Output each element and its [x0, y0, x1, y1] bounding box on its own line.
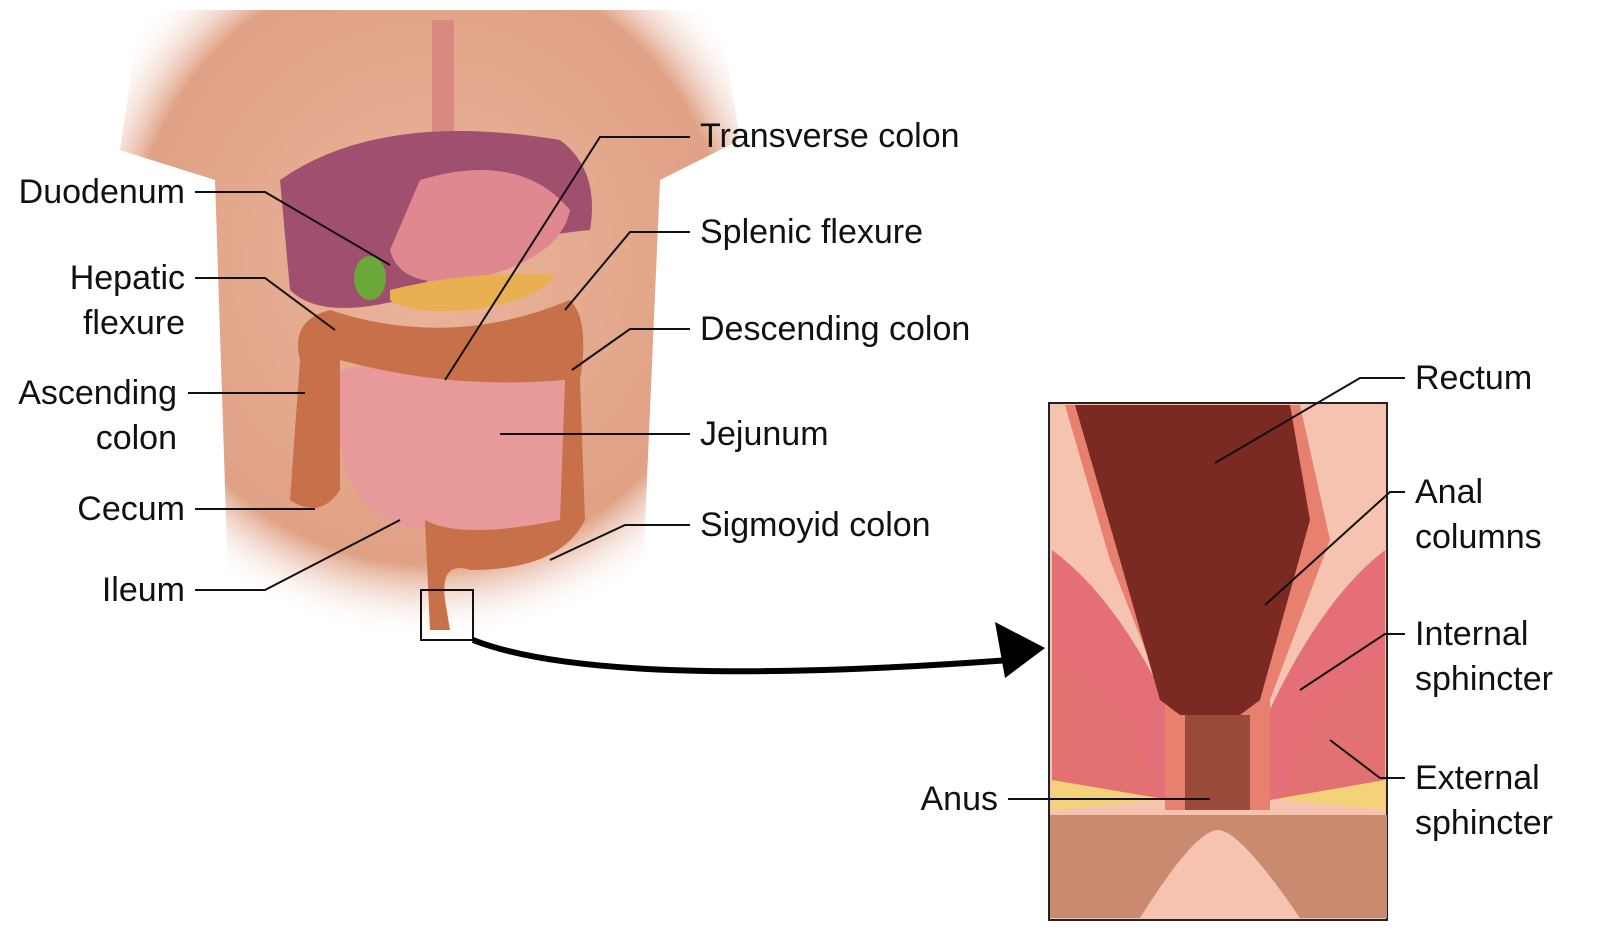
label-ileum: Ileum: [101, 571, 185, 609]
label-external-sphincter: External sphincter: [1415, 756, 1553, 846]
anal-canal: [1185, 715, 1250, 810]
label-line: sphincter: [1415, 660, 1553, 698]
label-sigmoid-colon: Sigmoyid colon: [700, 506, 931, 544]
label-line: colon: [95, 419, 177, 457]
label-line: columns: [1415, 518, 1542, 556]
buttocks: [1050, 815, 1387, 918]
label-anus: Anus: [920, 780, 999, 818]
torso: [120, 10, 740, 640]
label-line: Internal: [1415, 615, 1529, 653]
label-ascending-colon: Ascending colon: [18, 371, 177, 461]
rectum-interior: [1075, 405, 1310, 715]
label-line: flexure: [82, 304, 185, 342]
label-hepatic-flexure: Hepatic flexure: [70, 256, 185, 346]
label-rectum: Rectum: [1415, 359, 1533, 397]
label-cecum: Cecum: [77, 490, 185, 528]
gallbladder: [354, 256, 386, 300]
sphincter-muscle: [1052, 550, 1385, 800]
label-splenic-flexure: Splenic flexure: [700, 213, 924, 251]
label-duodenum: Duodenum: [18, 173, 185, 211]
arrow-curve: [471, 637, 1011, 675]
esophagus: [432, 20, 454, 140]
label-jejunum: Jejunum: [700, 415, 829, 453]
label-line: External: [1415, 759, 1540, 797]
label-internal-sphincter: Internal sphincter: [1415, 612, 1553, 702]
label-line: Anal: [1415, 473, 1484, 511]
arrow-head: [995, 622, 1045, 678]
label-line: Ascending: [18, 374, 177, 412]
label-anal-columns: Anal columns: [1415, 470, 1542, 560]
small-intestine: [340, 362, 578, 532]
colon: [290, 300, 585, 630]
pancreas: [390, 274, 555, 312]
label-line: sphincter: [1415, 804, 1553, 842]
label-line: Hepatic: [69, 259, 185, 297]
label-descending-colon: Descending colon: [700, 310, 971, 348]
label-transverse-colon: Transverse colon: [700, 117, 960, 155]
focus-box: [420, 589, 474, 641]
leader-lines: [188, 136, 1405, 800]
